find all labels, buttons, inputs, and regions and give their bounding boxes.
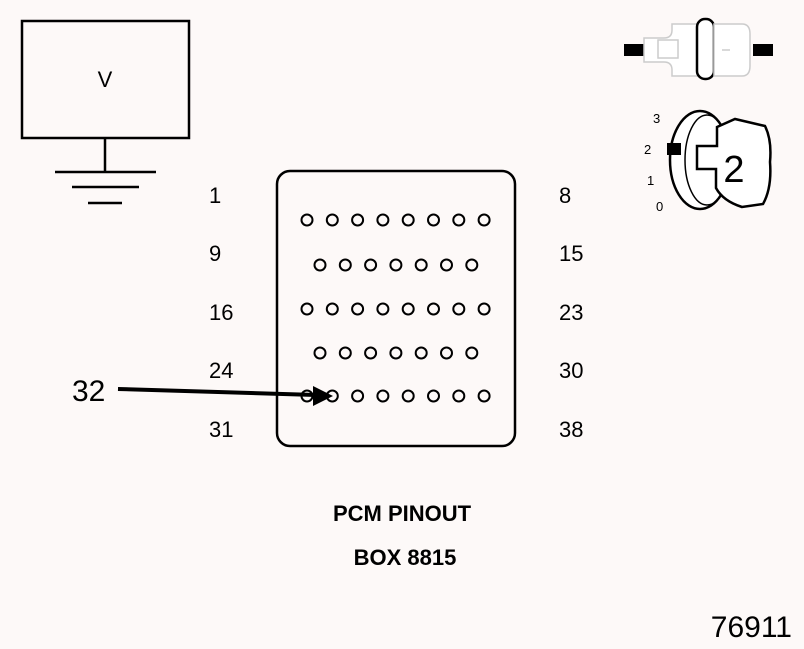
key-number: 2 [723,149,744,191]
voltmeter-label: V [98,67,113,92]
pin-label-left: 24 [209,358,233,383]
connector-pin [313,346,327,360]
connector-pin [465,258,479,272]
voltmeter-symbol: V [20,19,191,205]
callout-arrowhead-icon [313,386,333,406]
connector-pin [376,302,390,316]
connector-pin [300,302,314,316]
key-position-label: 3 [653,111,660,126]
connector-pin-grid [300,213,491,403]
connector-pin [440,346,453,360]
connector-pin [389,258,403,272]
connector-pin [452,302,466,316]
connector-pin [376,213,390,227]
connector-pin [338,258,352,272]
connector-pin [389,346,403,360]
connector-pin [401,302,415,316]
connector-pin [313,258,327,272]
caption-subtitle: BOX 8815 [354,545,457,570]
connector-pin [351,302,365,316]
connector-pin [325,213,339,227]
pin-label-right: 38 [559,417,583,442]
connector-pin [427,213,440,227]
key-position-label: 1 [647,173,654,188]
pin-label-right: 30 [559,358,583,383]
connector-pin [364,258,378,272]
connector-pin [465,346,479,360]
connector-pin [477,213,491,227]
connector-pin [364,346,378,360]
connector-body [275,169,517,448]
connector-pin [452,213,466,227]
pin-label-left: 9 [209,241,221,266]
pin-label-left: 1 [209,183,221,208]
connector-pin [351,389,365,403]
callout-label: 32 [72,375,105,408]
connector-pin [401,389,415,403]
connector-pin [351,213,365,227]
connector-pin [440,258,453,272]
figure-number: 76911 [711,611,792,644]
connector-pin [452,389,466,403]
connector-pin [300,213,314,227]
connector-pin [477,302,491,316]
connector-pin [414,346,428,360]
connector-pin [427,389,440,403]
pin-callout: 32 [72,375,333,408]
pin-label-right: 15 [559,241,583,266]
pin-label-right: 23 [559,300,583,325]
left-pin-labels: 1 9 16 24 31 [209,183,233,442]
key-position-label: 0 [656,199,663,214]
connector-pin [376,389,390,403]
connector-pin [477,389,491,403]
connector-pin [414,258,428,272]
caption-title: PCM PINOUT [333,501,472,526]
ground-icon [55,170,156,205]
pin-label-left: 16 [209,300,233,325]
connector-plug-icon [624,17,773,81]
connector-pin [401,213,415,227]
connector-pin [338,346,352,360]
right-pin-labels: 8 15 23 30 38 [559,183,583,442]
connector-pin [427,302,440,316]
pin-label-right: 8 [559,183,571,208]
key-position-marker [667,143,681,155]
connector-pin [325,302,339,316]
callout-arrow-shaft [117,387,317,397]
pin-label-left: 31 [209,417,233,442]
key-position-label: 2 [644,142,651,157]
ignition-key-icon: 3 2 1 0 2 [644,109,772,214]
